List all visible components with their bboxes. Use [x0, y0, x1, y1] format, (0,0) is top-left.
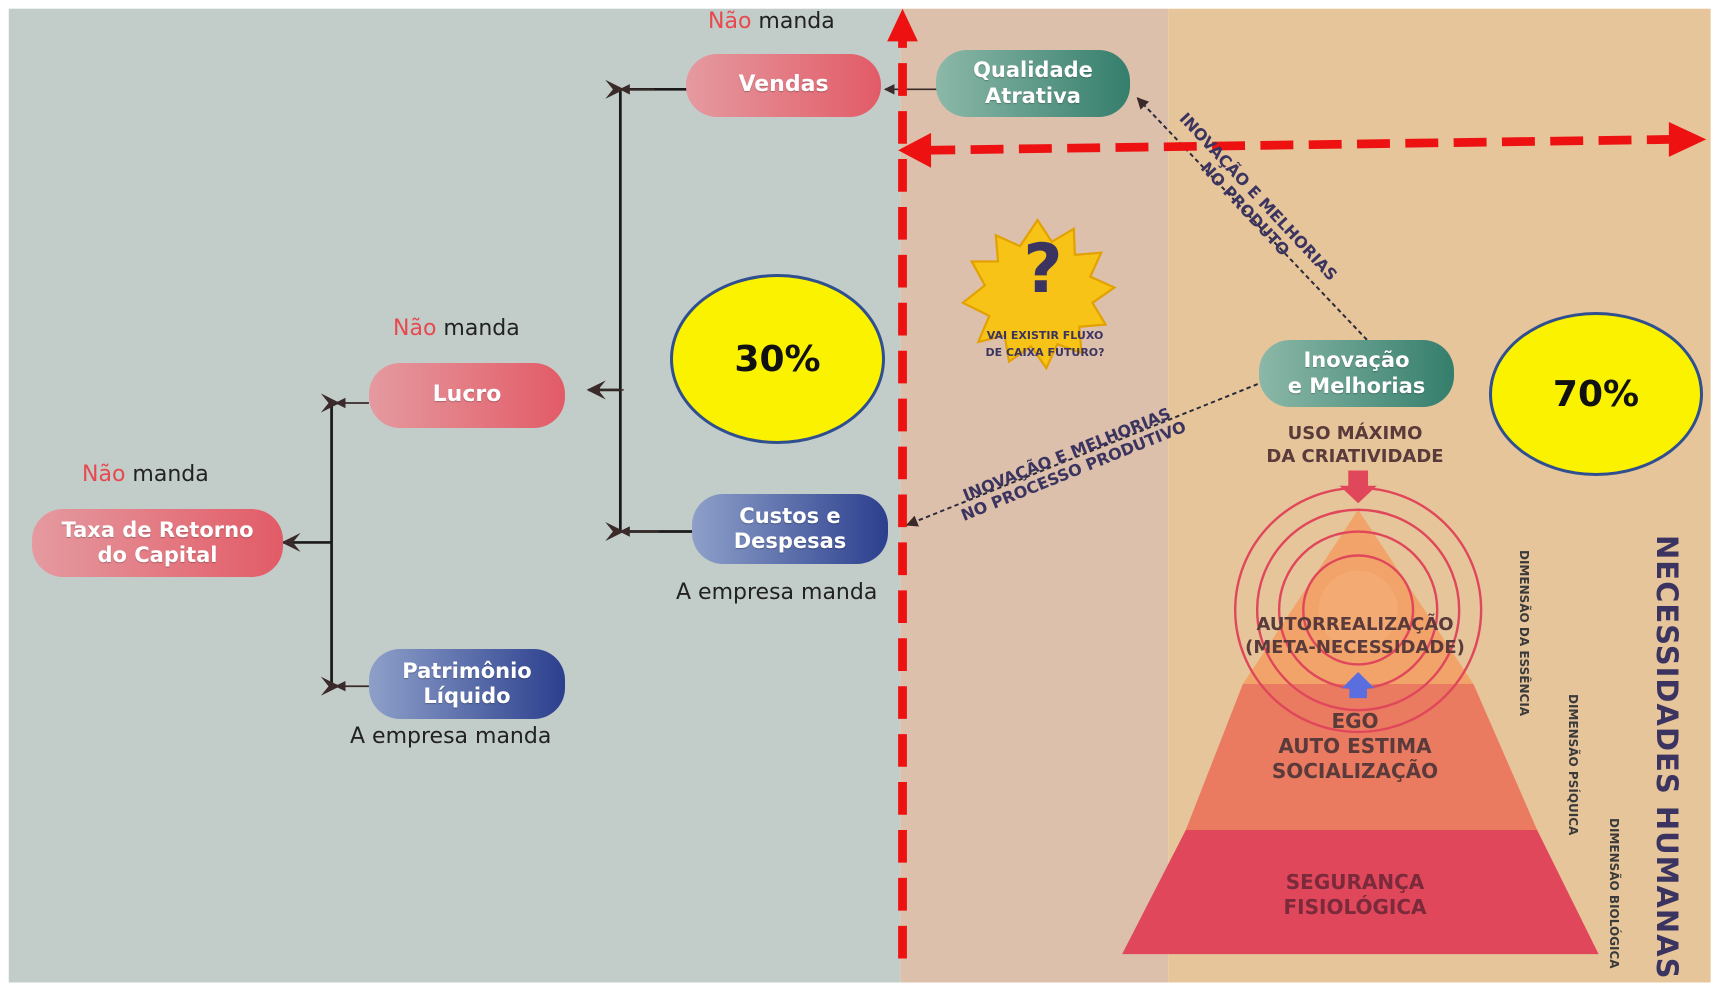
custos-despesas-node: Custos e Despesas — [692, 494, 888, 564]
dimensao-psiquica-label: DIMENSÃO PSÍQUICA — [1566, 694, 1580, 836]
dimensao-biologica-label: DIMENSÃO BIOLÓGICA — [1607, 818, 1621, 969]
lucro-nao-manda-note: Não manda — [393, 316, 520, 341]
bubble-30-percent: 30% — [670, 274, 885, 444]
red-dashed-lines — [887, 8, 1707, 959]
dimensao-essencia-label: DIMENSÃO DA ESSÊNCIA — [1517, 550, 1531, 717]
bubble-70-percent: 70% — [1489, 312, 1703, 476]
taxa-nao-manda-note: Não manda — [82, 462, 209, 487]
seguranca-label: SEGURANÇA FISIOLÓGICA — [1283, 870, 1427, 919]
lucro-node: Lucro — [369, 363, 565, 428]
autorrealizacao-label: AUTORREALIZAÇÃO (META-NECESSIDADE) — [1245, 614, 1465, 658]
middle-panel — [900, 8, 1169, 983]
vendas-node: Vendas — [686, 54, 881, 117]
necessidades-humanas-title: NECESSIDADES HUMANAS — [1650, 535, 1684, 980]
qualidade-atrativa-node: Qualidade Atrativa — [936, 50, 1130, 117]
needs-pyramid — [1122, 470, 1599, 955]
tree-connectors — [281, 79, 694, 696]
taxa-retorno-node: Taxa de Retorno do Capital — [32, 509, 283, 577]
question-mark-icon: ? — [1023, 230, 1063, 309]
ego-label: EGO AUTO ESTIMA SOCIALIZAÇÃO — [1271, 709, 1439, 783]
inovacao-melhorias-node: Inovação e Melhorias — [1259, 340, 1454, 407]
uso-maximo-label: USO MÁXIMO DA CRIATIVIDADE — [1266, 423, 1444, 467]
patrimonio-liquido-node: Patrimônio Líquido — [369, 649, 565, 719]
question-starburst — [960, 218, 1117, 371]
custos-empresa-manda-note: A empresa manda — [676, 580, 878, 605]
vendas-nao-manda-note: Não manda — [708, 9, 835, 34]
question-caption: VAI EXISTIR FLUXO DE CAIXA FUTURO? — [985, 329, 1105, 359]
patrimonio-empresa-manda-note: A empresa manda — [350, 724, 552, 749]
